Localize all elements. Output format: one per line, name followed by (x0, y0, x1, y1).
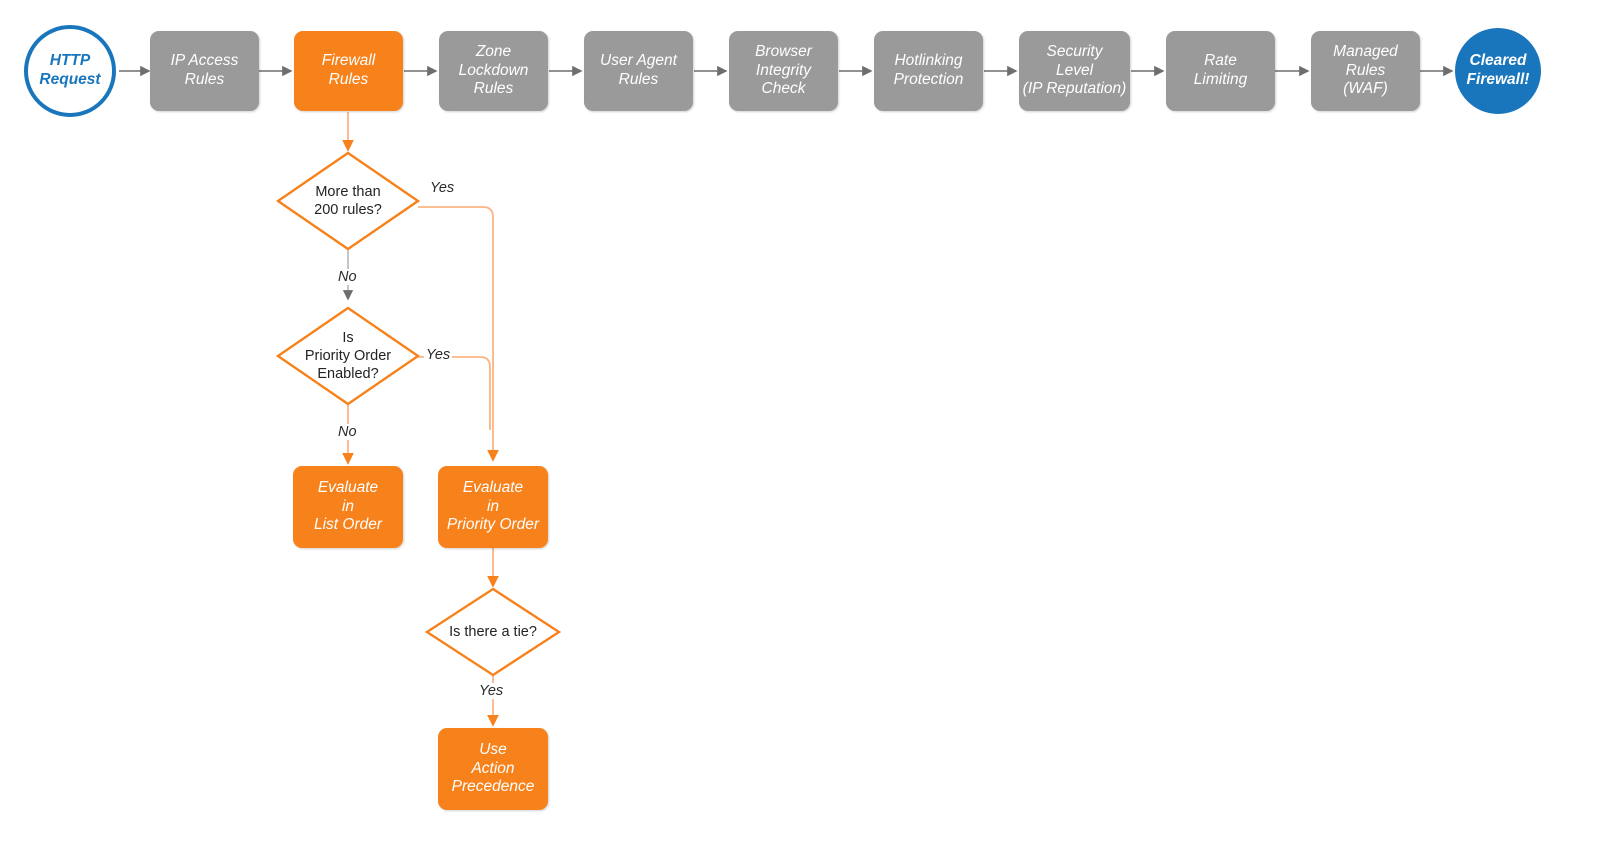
node-security-level[interactable]: Security Level (IP Reputation) (1019, 31, 1130, 111)
node-user-agent-rules-label: User Agent Rules (600, 52, 677, 88)
node-zone-lockdown-rules[interactable]: Zone Lockdown Rules (439, 31, 548, 111)
node-managed-rules-waf-label: Managed Rules (WAF) (1333, 42, 1398, 98)
node-rate-limiting[interactable]: Rate Limiting (1166, 31, 1275, 111)
decision-more-than-200-rules[interactable]: More than 200 rules? (275, 151, 421, 251)
decision-is-there-a-tie[interactable]: Is there a tie? (424, 587, 562, 677)
node-hotlinking-protection-label: Hotlinking Protection (893, 52, 964, 88)
decision-is-priority-order-enabled-label: Is Priority Order Enabled? (304, 329, 392, 383)
node-rate-limiting-label: Rate Limiting (1193, 52, 1248, 88)
node-ip-access-rules-label: IP Access Rules (170, 52, 239, 88)
edge-yes-200-rules (418, 206, 499, 462)
node-hotlinking-protection[interactable]: Hotlinking Protection (874, 31, 983, 111)
node-use-action-precedence-label: Use Action Precedence (451, 740, 535, 796)
node-ip-access-rules[interactable]: IP Access Rules (150, 31, 259, 111)
diamond-shape (275, 151, 421, 251)
node-firewall-rules[interactable]: Firewall Rules (294, 31, 403, 111)
edge-label-yes-200-rules: Yes (428, 180, 457, 196)
node-evaluate-in-list-order[interactable]: Evaluate in List Order (293, 466, 403, 548)
edge-label-no-priority-order: No (336, 424, 359, 440)
node-evaluate-in-list-order-label: Evaluate in List Order (313, 478, 383, 534)
diamond-shape (424, 587, 562, 677)
node-firewall-rules-label: Firewall Rules (321, 52, 376, 88)
edge-label-yes-priority-order: Yes (424, 347, 453, 363)
edge-label-no-200-rules: No (336, 269, 359, 285)
node-browser-integrity-check-label: Browser Integrity Check (755, 42, 812, 98)
node-managed-rules-waf[interactable]: Managed Rules (WAF) (1311, 31, 1420, 111)
node-zone-lockdown-rules-label: Zone Lockdown Rules (458, 42, 529, 98)
decision-is-there-a-tie-label: Is there a tie? (449, 623, 537, 640)
node-browser-integrity-check[interactable]: Browser Integrity Check (729, 31, 838, 111)
diamond-shape (275, 306, 421, 406)
decision-more-than-200-rules-label: More than 200 rules? (314, 183, 382, 218)
node-evaluate-in-priority-order[interactable]: Evaluate in Priority Order (438, 466, 548, 548)
node-evaluate-in-priority-order-label: Evaluate in Priority Order (446, 478, 540, 534)
node-http-request[interactable]: HTTP Request (24, 25, 116, 117)
decision-is-priority-order-enabled[interactable]: Is Priority Order Enabled? (275, 306, 421, 406)
node-cleared-firewall-label: Cleared Firewall! (1466, 52, 1530, 88)
node-security-level-label: Security Level (IP Reputation) (1022, 42, 1127, 98)
node-cleared-firewall[interactable]: Cleared Firewall! (1455, 28, 1541, 114)
node-use-action-precedence[interactable]: Use Action Precedence (438, 728, 548, 810)
edge-yes-priority-order (418, 356, 491, 430)
edge-label-yes-tie: Yes (477, 683, 506, 699)
node-http-request-label: HTTP Request (39, 52, 101, 88)
node-user-agent-rules[interactable]: User Agent Rules (584, 31, 693, 111)
